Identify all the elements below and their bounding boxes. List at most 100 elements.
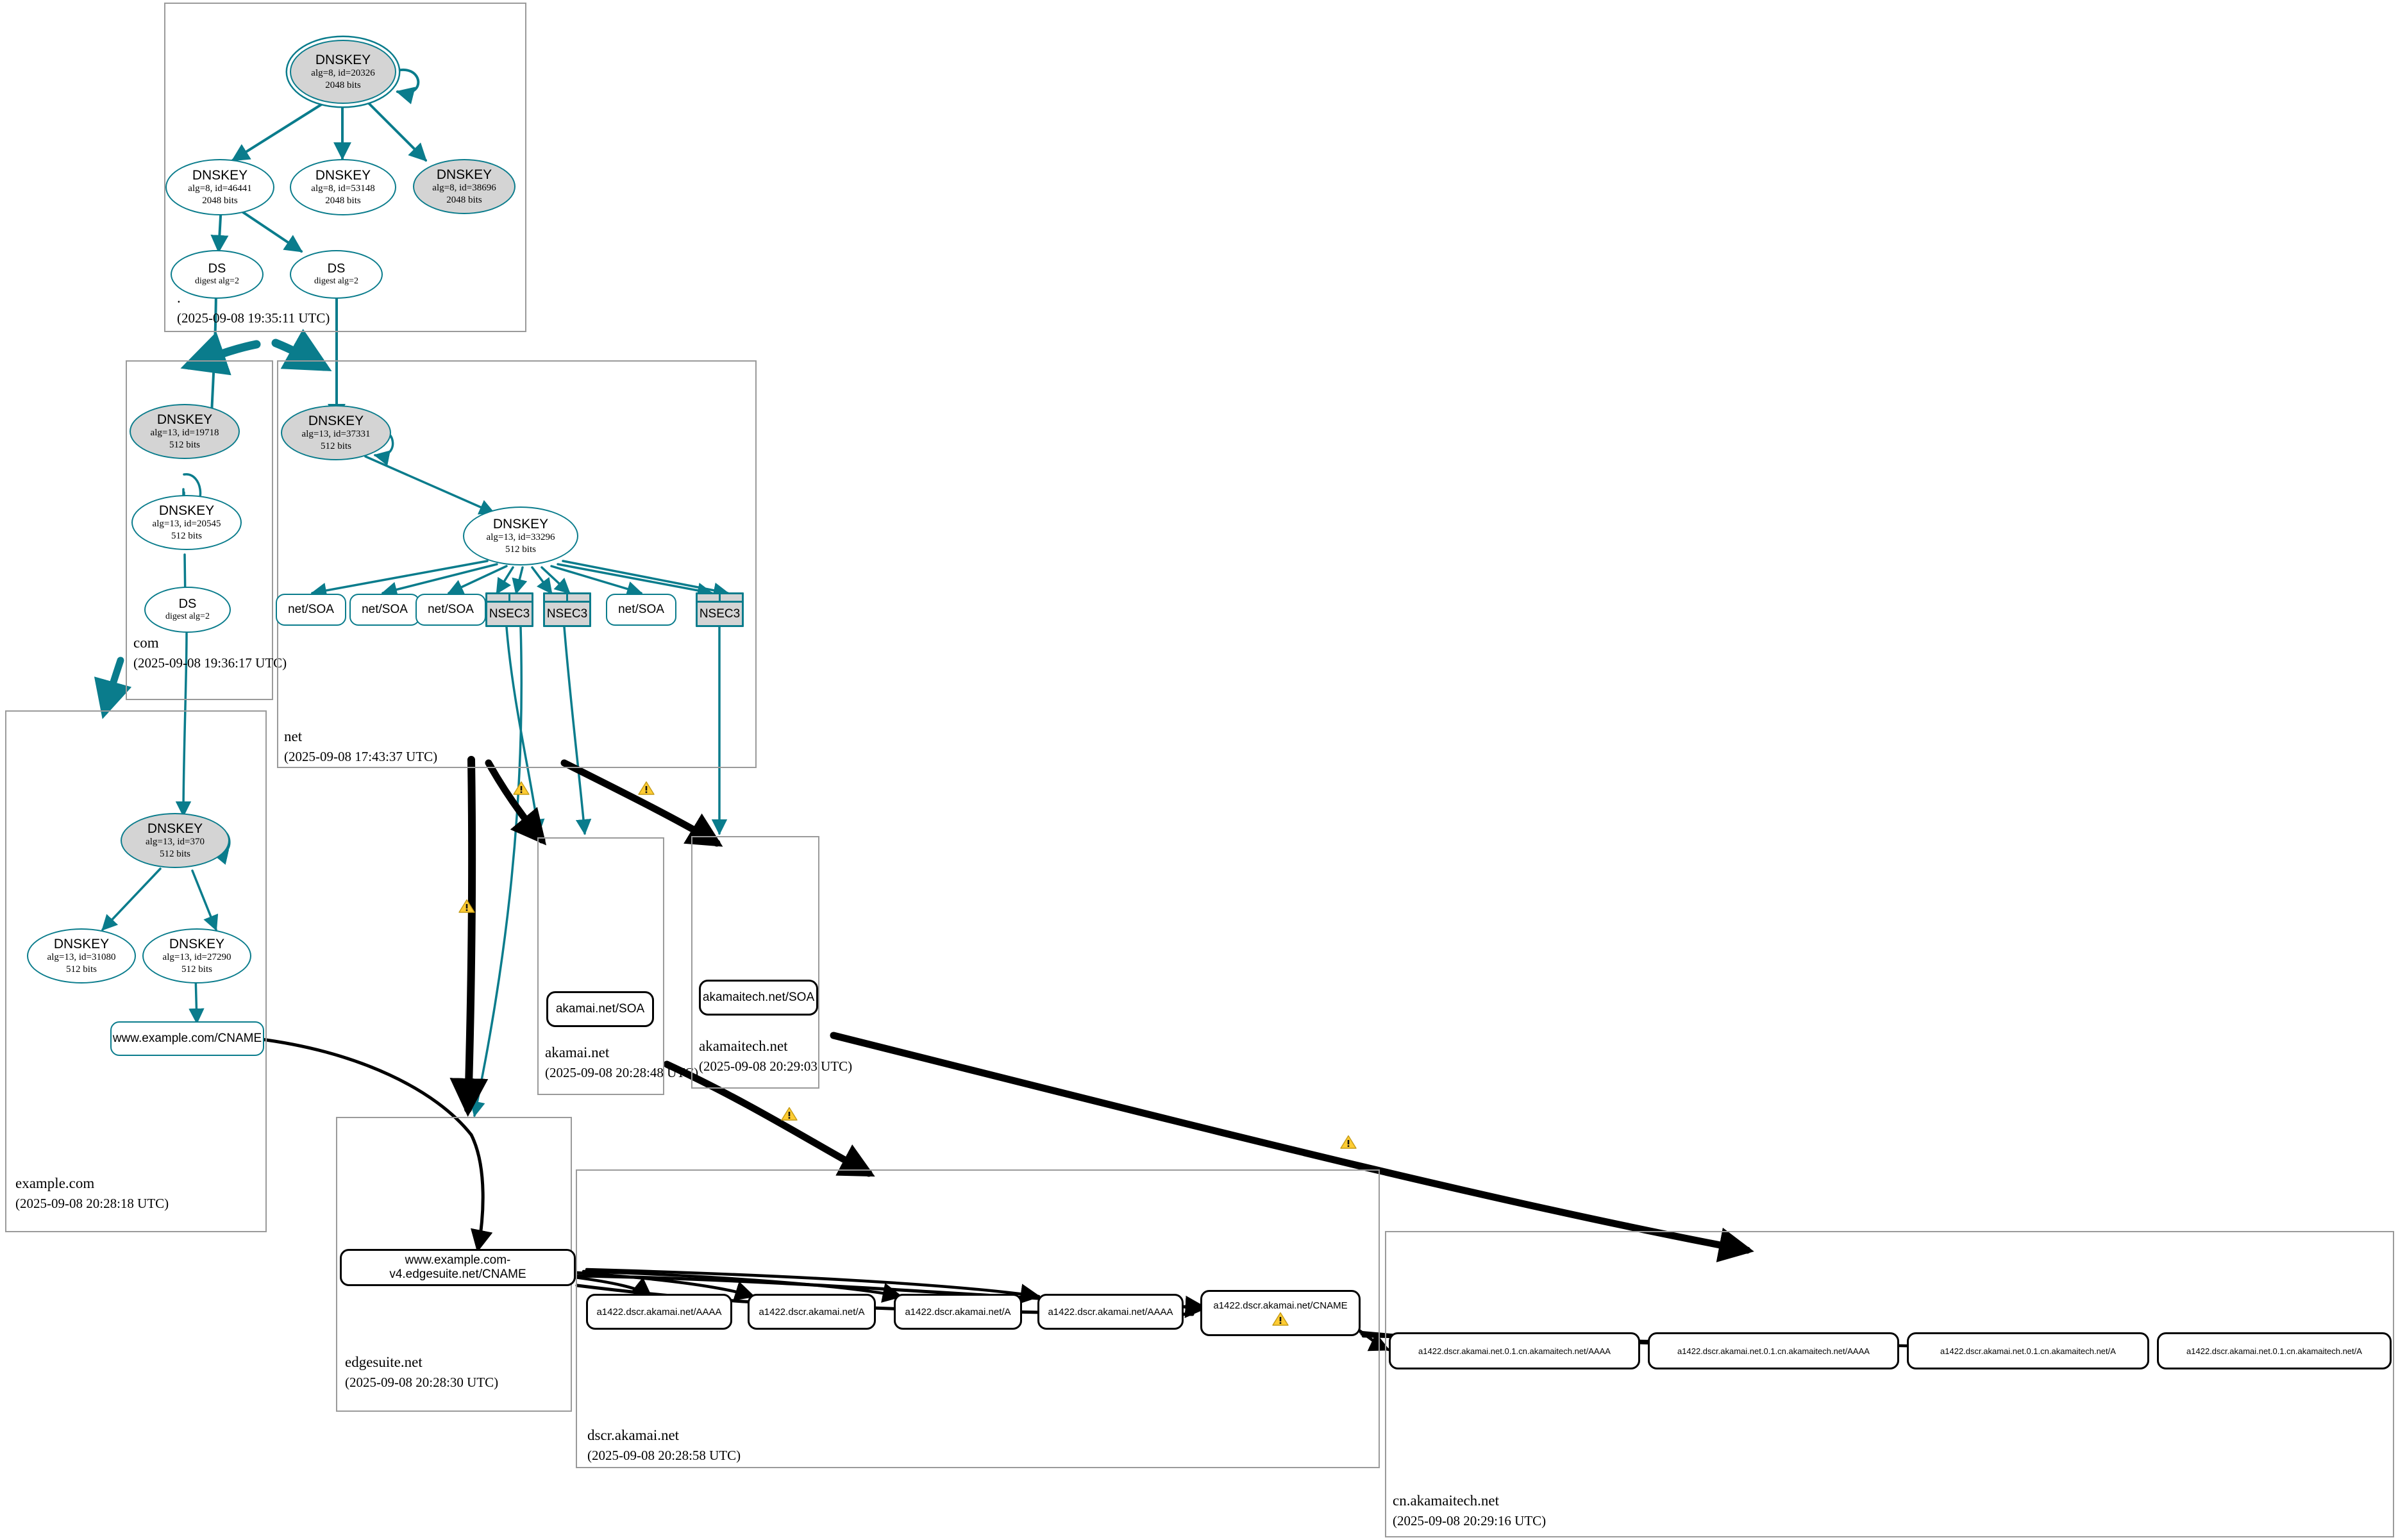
warning-triangle-icon	[1272, 1312, 1289, 1326]
zone-cluster-net	[277, 360, 757, 768]
digest-alg: digest alg=2	[195, 276, 239, 287]
dnskey-node-example-com-ksk-370[interactable]: DNSKEY alg=13, id=370 512 bits	[121, 813, 230, 868]
rrset-node-net-soa-4[interactable]: net/SOA	[606, 594, 676, 626]
rrset-node-cn-aaaa-2[interactable]: a1422.dscr.akamai.net.0.1.cn.akamaitech.…	[1648, 1332, 1899, 1369]
key-size: 2048 bits	[202, 195, 238, 206]
rrset-label: akamaitech.net/SOA	[702, 991, 815, 1004]
key-size: 512 bits	[321, 440, 351, 451]
rrset-label: net/SOA	[288, 603, 334, 616]
dnskey-node-net-zsk-33296[interactable]: DNSKEY alg=13, id=33296 512 bits	[463, 506, 578, 565]
rrset-node-dscr-cname[interactable]: a1422.dscr.akamai.net/CNAME	[1200, 1290, 1361, 1336]
zone-timestamp: (2025-09-08 20:29:03 UTC)	[699, 1058, 853, 1074]
dnskey-node-example-com-zsk-27290[interactable]: DNSKEY alg=13, id=27290 512 bits	[142, 928, 251, 983]
rrset-node-dscr-a-2[interactable]: a1422.dscr.akamai.net/A	[894, 1294, 1022, 1330]
rrset-node-dscr-aaaa-2[interactable]: a1422.dscr.akamai.net/AAAA	[1037, 1294, 1184, 1330]
zone-label-edgesuite-net: edgesuite.net (2025-09-08 20:28:30 UTC)	[345, 1354, 498, 1390]
rrtype-label: DNSKEY	[315, 167, 371, 183]
zone-name: net	[284, 728, 303, 744]
rrtype-label: DNSKEY	[147, 821, 203, 836]
dnskey-node-example-com-zsk-31080[interactable]: DNSKEY alg=13, id=31080 512 bits	[27, 928, 136, 983]
key-size: 2048 bits	[446, 194, 482, 205]
ds-node-com-to-example-com[interactable]: DS digest alg=2	[144, 587, 231, 633]
zone-timestamp: (2025-09-08 20:28:30 UTC)	[345, 1374, 499, 1390]
rrset-node-cn-aaaa-1[interactable]: a1422.dscr.akamai.net.0.1.cn.akamaitech.…	[1389, 1332, 1640, 1369]
rrset-label: NSEC3	[698, 603, 742, 625]
zone-cluster-cn-akamaitech-net	[1385, 1231, 2394, 1537]
ds-node-root-to-net[interactable]: DS digest alg=2	[290, 250, 383, 299]
rrtype-label: DNSKEY	[192, 167, 248, 183]
key-size: 512 bits	[505, 544, 536, 555]
rrtype-label: DNSKEY	[436, 167, 492, 182]
rrtype-label: DNSKEY	[308, 413, 364, 428]
zone-timestamp: (2025-09-08 19:35:11 UTC)	[177, 310, 330, 326]
rrset-node-net-soa-1[interactable]: net/SOA	[276, 594, 346, 626]
rrset-node-dscr-a-1[interactable]: a1422.dscr.akamai.net/A	[748, 1294, 876, 1330]
key-size: 2048 bits	[325, 195, 361, 206]
key-size: 512 bits	[169, 439, 200, 450]
dnskey-node-root-zsk-53148[interactable]: DNSKEY alg=8, id=53148 2048 bits	[290, 159, 396, 215]
zone-label-dscr-akamai-net: dscr.akamai.net (2025-09-08 20:28:58 UTC…	[587, 1427, 741, 1463]
rrset-node-cn-a-1[interactable]: a1422.dscr.akamai.net.0.1.cn.akamaitech.…	[1907, 1332, 2149, 1369]
rrtype-label: DNSKEY	[492, 516, 549, 531]
rrset-node-net-soa-2[interactable]: net/SOA	[349, 594, 420, 626]
rrset-label: a1422.dscr.akamai.net/AAAA	[1048, 1306, 1173, 1318]
rrset-label: a1422.dscr.akamai.net/A	[905, 1306, 1011, 1318]
key-size: 512 bits	[171, 530, 202, 541]
dnskey-node-root-ksk-20326[interactable]: DNSKEY alg=8, id=20326 2048 bits	[290, 40, 396, 104]
rrset-node-akamai-net-soa[interactable]: akamai.net/SOA	[546, 991, 654, 1027]
zone-label-net: net (2025-09-08 17:43:37 UTC)	[284, 728, 437, 764]
rrset-label: www.example.com-v4.edgesuite.net/CNAME	[389, 1253, 526, 1281]
dnskey-node-net-ksk-37331[interactable]: DNSKEY alg=13, id=37331 512 bits	[281, 405, 391, 460]
rrtype-label: DNSKEY	[169, 936, 225, 951]
zone-cluster-dscr-akamai-net	[576, 1169, 1380, 1468]
rrset-label: net/SOA	[618, 603, 664, 616]
key-alg-id: alg=13, id=27290	[162, 951, 231, 962]
rrset-node-nsec3-1[interactable]: NSEC3	[485, 592, 533, 627]
rrset-node-www-example-com-cname[interactable]: www.example.com/CNAME	[110, 1021, 264, 1056]
ds-node-root-to-com[interactable]: DS digest alg=2	[171, 250, 264, 299]
digest-alg: digest alg=2	[165, 612, 210, 622]
rrset-label: a1422.dscr.akamai.net/CNAME	[1213, 1300, 1348, 1311]
zone-timestamp: (2025-09-08 20:28:48 UTC)	[545, 1064, 699, 1080]
rrtype-label: DNSKEY	[158, 503, 215, 518]
dnskey-node-com-zsk-20545[interactable]: DNSKEY alg=13, id=20545 512 bits	[131, 495, 242, 550]
dnskey-node-root-zsk-46441[interactable]: DNSKEY alg=8, id=46441 2048 bits	[165, 159, 274, 215]
dnskey-node-com-ksk-19718[interactable]: DNSKEY alg=13, id=19718 512 bits	[130, 404, 240, 459]
rrset-node-net-soa-3[interactable]: net/SOA	[415, 594, 486, 626]
nsec3-header-strip	[545, 594, 589, 603]
rrset-label: www.example.com/CNAME	[112, 1032, 262, 1045]
digest-alg: digest alg=2	[314, 276, 358, 287]
key-alg-id: alg=13, id=33296	[486, 531, 555, 542]
zone-label-example-com: example.com (2025-09-08 20:28:18 UTC)	[15, 1175, 169, 1211]
dnskey-node-root-zsk-38696[interactable]: DNSKEY alg=8, id=38696 2048 bits	[413, 159, 516, 214]
rrset-node-edgesuite-cname[interactable]: www.example.com-v4.edgesuite.net/CNAME	[340, 1249, 576, 1286]
zone-cluster-example-com	[5, 710, 267, 1232]
rrset-node-nsec3-3[interactable]: NSEC3	[696, 592, 744, 627]
rrset-node-akamaitech-net-soa[interactable]: akamaitech.net/SOA	[699, 980, 818, 1016]
key-alg-id: alg=13, id=20545	[152, 518, 221, 529]
zone-name: akamaitech.net	[699, 1038, 788, 1054]
zone-label-akamai-net: akamai.net (2025-09-08 20:28:48 UTC)	[545, 1044, 698, 1080]
zone-timestamp: (2025-09-08 19:36:17 UTC)	[133, 655, 287, 671]
warning-triangle-icon-akamai-dscr	[781, 1107, 798, 1121]
rrtype-label: DS	[327, 262, 346, 276]
key-alg-id: alg=8, id=20326	[311, 67, 375, 78]
key-alg-id: alg=13, id=370	[146, 836, 205, 847]
zone-label-com: com (2025-09-08 19:36:17 UTC)	[133, 635, 287, 671]
rrset-label: akamai.net/SOA	[555, 1002, 645, 1016]
zone-name: .	[177, 290, 181, 306]
key-alg-id: alg=8, id=46441	[188, 183, 252, 194]
rrtype-label: DNSKEY	[315, 52, 371, 67]
zone-cluster-akamaitech-net	[691, 836, 819, 1089]
rrset-node-dscr-aaaa-1[interactable]: a1422.dscr.akamai.net/AAAA	[586, 1294, 732, 1330]
rrset-node-nsec3-2[interactable]: NSEC3	[543, 592, 591, 627]
zone-name: akamai.net	[545, 1044, 610, 1060]
zone-cluster-root	[164, 3, 526, 332]
nsec3-header-strip	[487, 594, 532, 603]
key-size: 512 bits	[160, 848, 190, 859]
key-alg-id: alg=8, id=38696	[432, 182, 496, 193]
zone-timestamp: (2025-09-08 17:43:37 UTC)	[284, 748, 438, 764]
key-alg-id: alg=13, id=37331	[301, 428, 371, 439]
rrset-node-cn-a-2[interactable]: a1422.dscr.akamai.net.0.1.cn.akamaitech.…	[2157, 1332, 2392, 1369]
